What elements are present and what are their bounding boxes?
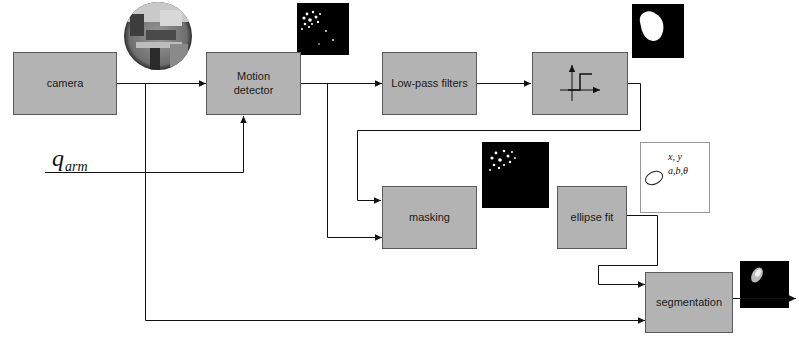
box-label: masking: [409, 211, 450, 225]
segmented-image: [740, 261, 789, 308]
wire: [477, 83, 531, 84]
connector-arrow: [301, 84, 382, 238]
process-box: Motion detector: [206, 52, 301, 115]
parameter-label: x, y: [668, 152, 682, 162]
signal-name: q: [52, 146, 64, 170]
process-box: ellipse fit: [557, 186, 627, 249]
threshold-box: [533, 53, 628, 115]
box-label: ellipse fit: [571, 211, 614, 225]
box-label: camera: [47, 77, 84, 91]
camera-image: [123, 2, 194, 70]
signal-subscript: arm: [65, 160, 88, 174]
box-label: Motion detector: [224, 70, 284, 98]
connector-arrow: [117, 84, 645, 321]
ellipse-box: [641, 143, 710, 213]
motion-image: [297, 3, 349, 55]
box-label: segmentation: [656, 296, 722, 310]
blob-image: [632, 4, 684, 58]
process-box: segmentation: [645, 272, 733, 333]
box-label: Low-pass filters: [391, 77, 467, 91]
parameter-label: a,b,θ: [668, 166, 688, 176]
masked-image: [482, 142, 549, 208]
process-box: Low-pass filters: [382, 52, 477, 115]
process-box: camera: [13, 52, 117, 115]
wire: [733, 298, 796, 299]
process-box: masking: [382, 186, 477, 249]
